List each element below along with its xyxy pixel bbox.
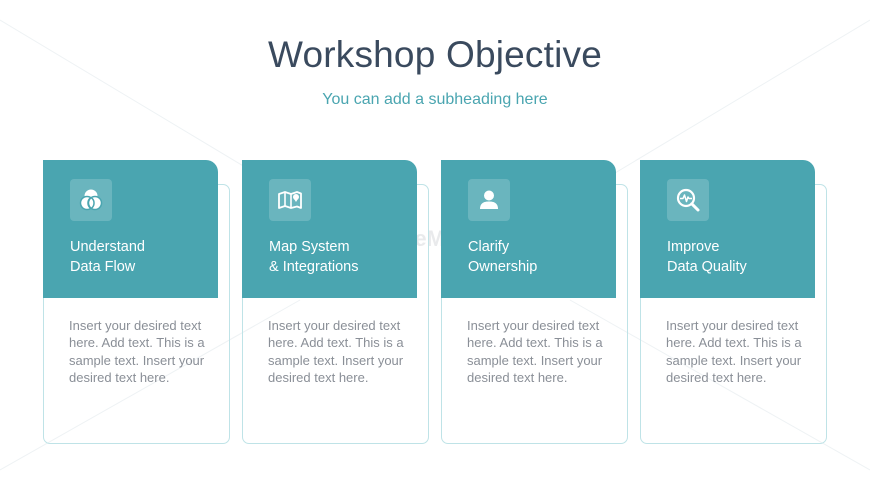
card-title: Clarify Ownership: [468, 237, 613, 277]
objective-card-3: Clarify Ownership Insert your desired te…: [441, 160, 629, 446]
card-title: Improve Data Quality: [667, 237, 812, 277]
card-title-line-2: Ownership: [468, 259, 538, 275]
card-title-line-1: Understand: [70, 239, 145, 255]
venn-diagram-icon: [70, 179, 112, 221]
slide-subtitle: You can add a subheading here: [322, 91, 548, 108]
card-title-line-2: & Integrations: [269, 259, 359, 275]
card-title: Map System & Integrations: [269, 237, 414, 277]
card-body-text: Insert your desired text here. Add text.…: [666, 318, 802, 386]
card-body-text: Insert your desired text here. Add text.…: [268, 318, 404, 386]
magnifier-pulse-icon: [667, 179, 709, 221]
card-header: Understand Data Flow: [43, 160, 218, 298]
card-body-text: Insert your desired text here. Add text.…: [467, 318, 603, 386]
card-title-line-2: Data Flow: [70, 259, 136, 275]
card-header: Map System & Integrations: [242, 160, 417, 298]
card-header: Improve Data Quality: [640, 160, 815, 298]
slide-title: Workshop Objective: [268, 34, 602, 75]
card-header: Clarify Ownership: [441, 160, 616, 298]
card-body-text: Insert your desired text here. Add text.…: [69, 318, 205, 386]
objective-card-1: Understand Data Flow Insert your desired…: [43, 160, 231, 446]
card-title-line-1: Clarify: [468, 239, 510, 255]
card-title-line-2: Data Quality: [667, 259, 747, 275]
objective-card-4: Improve Data Quality Insert your desired…: [640, 160, 828, 446]
card-title-line-1: Improve: [667, 239, 720, 255]
user-icon: [468, 179, 510, 221]
objective-card-2: Map System & Integrations Insert your de…: [242, 160, 430, 446]
card-title-line-1: Map System: [269, 239, 350, 255]
card-title: Understand Data Flow: [70, 237, 215, 277]
map-pin-icon: [269, 179, 311, 221]
